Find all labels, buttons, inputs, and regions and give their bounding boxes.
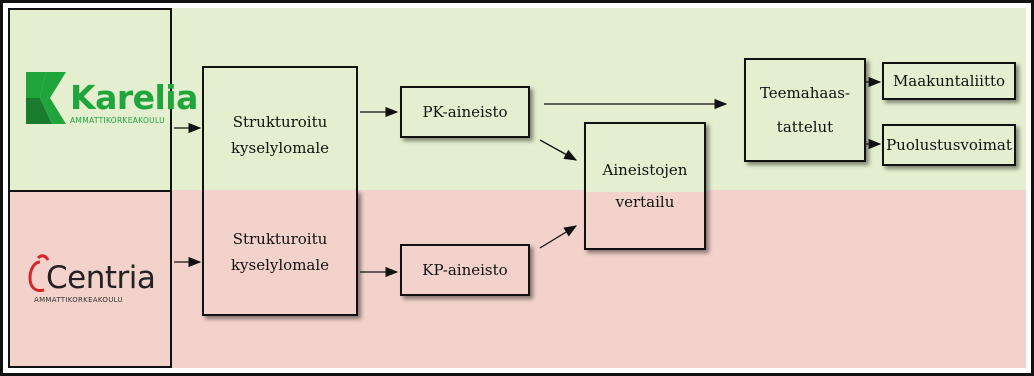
theme-interview-box: Teemahaas-tattelut	[744, 58, 866, 162]
karelia-logo-subtitle: AMMATTIKORKEAKOULU	[70, 116, 165, 125]
puolustusvoimat-box: Puolustusvoimat	[882, 124, 1016, 166]
maakuntaliitto-box: Maakuntaliitto	[882, 62, 1016, 100]
centria-logo-text: Centria	[46, 260, 156, 296]
kp-aineisto-box: KP-aineisto	[400, 244, 530, 296]
centria-logo-cell	[8, 190, 172, 368]
karelia-logo-text: Karelia	[70, 78, 198, 117]
centria-logo-subtitle: AMMATTIKORKEAKOULU	[34, 296, 123, 304]
karelia-logo-cell	[8, 8, 172, 190]
pk-aineisto-box: PK-aineisto	[400, 86, 530, 138]
